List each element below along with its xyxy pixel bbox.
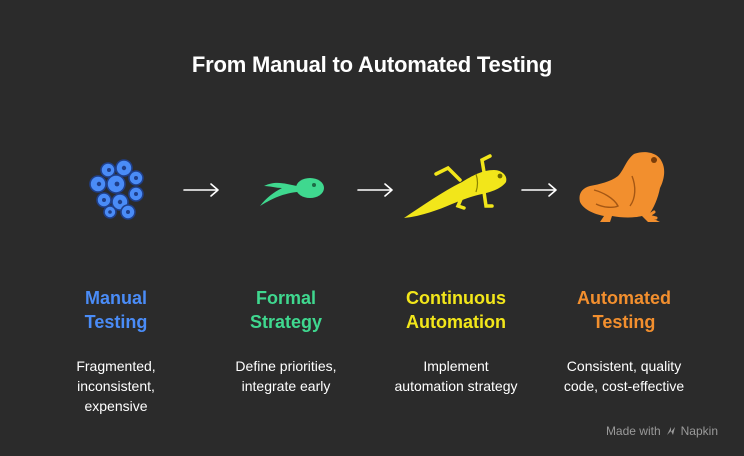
- stage-title: Continuous Automation: [406, 288, 506, 332]
- stage-formal-strategy: Formal Strategy Define priorities, integ…: [206, 286, 366, 396]
- stage-title: Manual Testing: [84, 288, 148, 332]
- frog-icon: [579, 152, 665, 222]
- stage-continuous-automation: Continuous Automation Implement automati…: [376, 286, 536, 396]
- froglet-icon: [404, 154, 507, 218]
- stage-manual-testing: Manual Testing Fragmented, inconsistent,…: [36, 286, 196, 416]
- arrow-right-icon: [521, 183, 557, 197]
- stage-title: Automated Testing: [577, 288, 671, 332]
- napkin-logo-icon: [666, 427, 675, 435]
- stage-description: Implement automation strategy: [394, 358, 518, 394]
- stage-description: Consistent, quality code, cost-effective: [563, 358, 685, 394]
- frog-eggs-icon: [89, 159, 144, 220]
- stage-title: Formal Strategy: [249, 288, 323, 332]
- arrow-right-icon: [183, 183, 219, 197]
- diagram-title: From Manual to Automated Testing: [191, 52, 553, 77]
- napkin-brand-label: Napkin: [680, 424, 718, 438]
- tadpole-icon: [260, 178, 324, 206]
- stage-description: Define priorities, integrate early: [235, 358, 337, 394]
- arrow-right-icon: [357, 183, 393, 197]
- made-with-label: Made with: [605, 424, 661, 438]
- stage-description: Fragmented, inconsistent, expensive: [76, 358, 156, 414]
- made-with-napkin-badge[interactable]: Made with Napkin: [606, 424, 718, 438]
- stage-automated-testing: Automated Testing Consistent, quality co…: [544, 286, 704, 396]
